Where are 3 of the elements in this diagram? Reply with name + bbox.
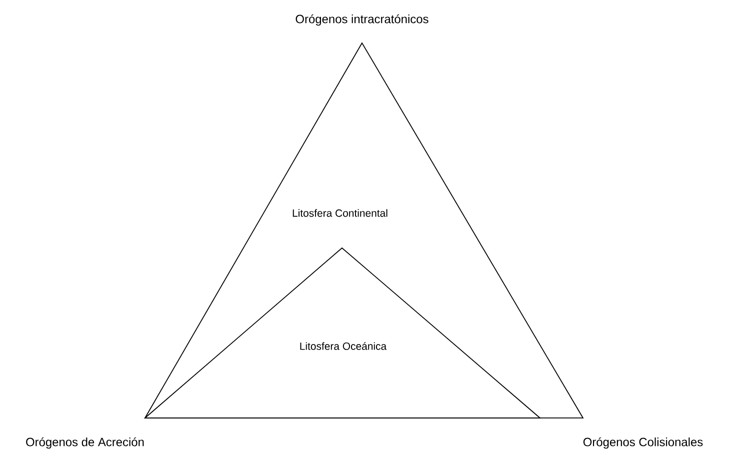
- vertex-label: Orógenos Colisionales: [583, 437, 703, 449]
- vertex-label: Orógenos intracratónicos: [296, 14, 428, 26]
- vertex-label: Orógenos de Acreción: [26, 437, 144, 449]
